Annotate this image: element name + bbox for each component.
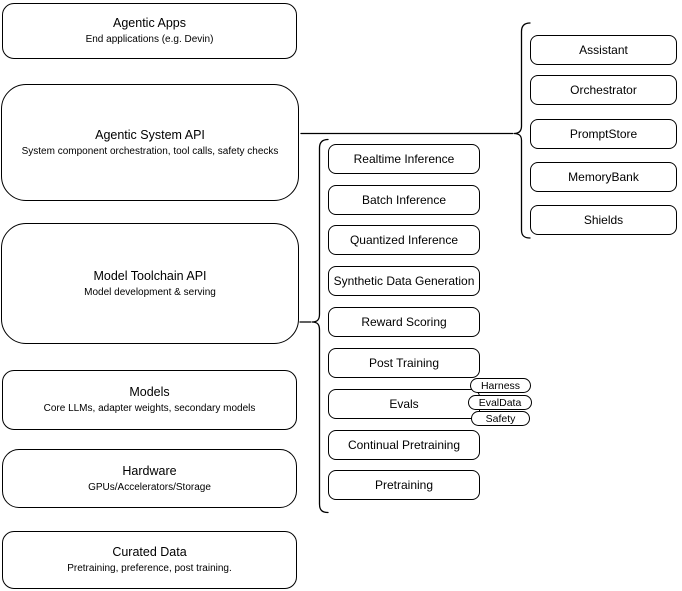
node-label: Pretraining xyxy=(374,478,434,492)
node-title: Model Toolchain API xyxy=(93,268,207,283)
tag-harness: Harness xyxy=(470,378,531,393)
node-assistant: Assistant xyxy=(530,35,677,65)
node-label: Realtime Inference xyxy=(353,152,455,166)
node-label: Reward Scoring xyxy=(361,315,447,329)
node-continual-pretraining: Continual Pretraining xyxy=(328,430,480,460)
tag-label: EvalData xyxy=(478,396,522,409)
node-label: Synthetic Data Generation xyxy=(333,274,475,288)
node-subtitle: Model development & serving xyxy=(84,286,216,298)
node-title: Hardware xyxy=(122,463,177,478)
node-hardware: Hardware GPUs/Accelerators/Storage xyxy=(2,449,297,508)
node-label: Orchestrator xyxy=(570,83,637,97)
node-agentic-system-api: Agentic System API System component orch… xyxy=(1,84,299,201)
node-title: Curated Data xyxy=(112,545,187,559)
node-subtitle: GPUs/Accelerators/Storage xyxy=(88,481,211,493)
node-title: Agentic Apps xyxy=(113,16,186,30)
node-subtitle: End applications (e.g. Devin) xyxy=(85,34,214,45)
node-agentic-apps: Agentic Apps End applications (e.g. Devi… xyxy=(2,3,297,59)
node-label: MemoryBank xyxy=(568,170,639,184)
tag-label: Harness xyxy=(480,379,521,392)
node-pretraining: Pretraining xyxy=(328,470,480,500)
node-subtitle: System component orchestration, tool cal… xyxy=(21,145,279,157)
node-label: Shields xyxy=(583,213,624,227)
node-label: PromptStore xyxy=(569,127,638,141)
node-label: Batch Inference xyxy=(361,193,447,207)
tag-label: Safety xyxy=(485,412,516,425)
node-title: Models xyxy=(129,385,170,399)
brace-system-components xyxy=(513,22,531,239)
node-batch-inference: Batch Inference xyxy=(328,185,480,215)
node-shields: Shields xyxy=(530,205,677,235)
node-curated-data: Curated Data Pretraining, preference, po… xyxy=(2,531,297,589)
node-quantized-inference: Quantized Inference xyxy=(328,225,480,255)
node-synthetic-data-generation: Synthetic Data Generation xyxy=(328,266,480,296)
tag-evaldata: EvalData xyxy=(468,395,532,410)
node-memorybank: MemoryBank xyxy=(530,162,677,192)
node-label: Continual Pretraining xyxy=(347,438,461,452)
node-subtitle: Pretraining, preference, post training. xyxy=(67,563,232,574)
node-model-toolchain-api: Model Toolchain API Model development & … xyxy=(1,223,299,344)
node-title: Agentic System API xyxy=(95,127,205,142)
node-evals: Evals xyxy=(328,389,480,419)
node-reward-scoring: Reward Scoring xyxy=(328,307,480,337)
node-realtime-inference: Realtime Inference xyxy=(328,144,480,174)
node-promptstore: PromptStore xyxy=(530,119,677,149)
node-label: Assistant xyxy=(579,43,628,57)
node-subtitle: Core LLMs, adapter weights, secondary mo… xyxy=(43,403,256,414)
node-label: Evals xyxy=(389,397,419,411)
node-label: Post Training xyxy=(368,356,440,370)
brace-toolchain-services xyxy=(311,138,329,514)
node-models: Models Core LLMs, adapter weights, secon… xyxy=(2,370,297,430)
node-label: Quantized Inference xyxy=(349,233,459,247)
tag-safety: Safety xyxy=(471,411,530,426)
node-orchestrator: Orchestrator xyxy=(530,75,677,105)
node-post-training: Post Training xyxy=(328,348,480,378)
